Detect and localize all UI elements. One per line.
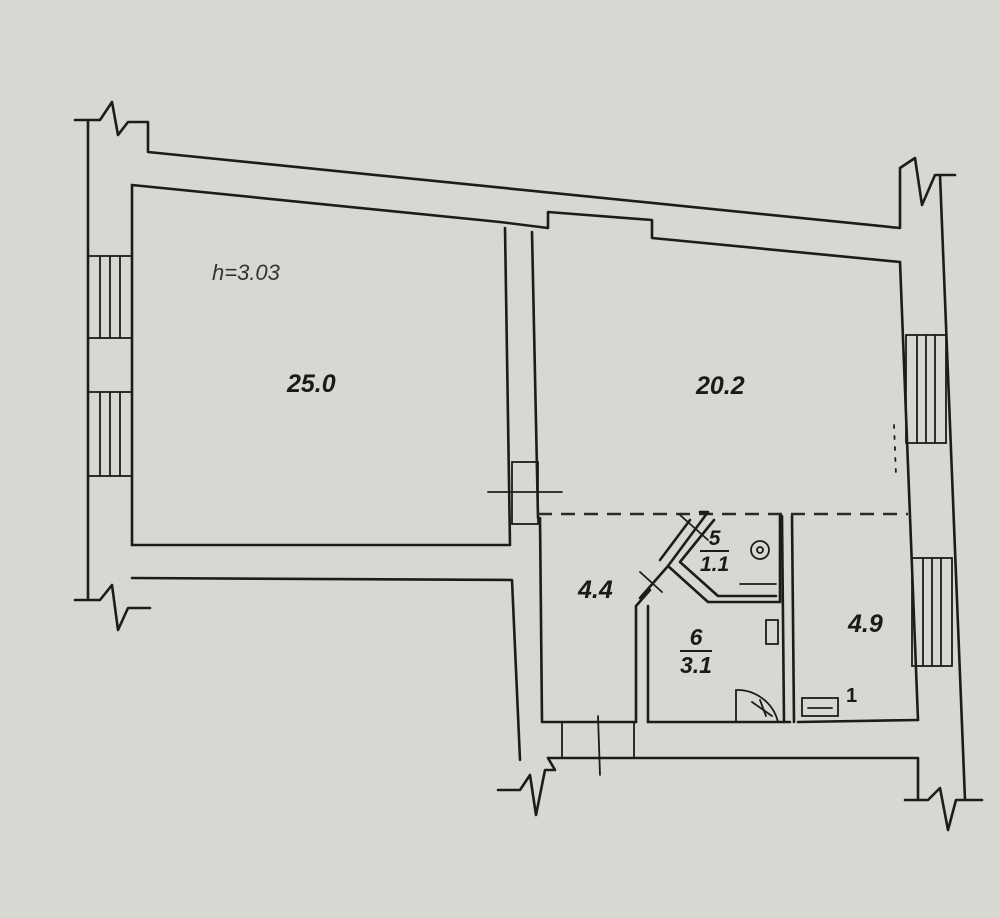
kitchen-stove [801, 697, 839, 717]
window-right-dots [893, 424, 897, 476]
window-left-upper [87, 255, 133, 339]
wc-label: 5 1.1 [700, 528, 730, 576]
window-left-lower [87, 391, 133, 477]
wc-number: 5 [700, 528, 730, 552]
wc-area: 1.1 [700, 553, 730, 576]
bathroom-label: 6 3.1 [680, 626, 712, 677]
window-right-lower [911, 557, 953, 667]
room-1-walls [130, 226, 522, 762]
room-1-area: 25.0 [287, 370, 336, 398]
wc-walls [658, 510, 782, 604]
ceiling-height-label: h=3.03 [212, 260, 280, 285]
room-2-area: 20.2 [696, 372, 745, 400]
exterior-wall-right [898, 173, 984, 832]
exterior-wall-top [73, 100, 957, 264]
bathroom-area: 3.1 [680, 652, 712, 678]
kitchen-area: 4.9 [848, 610, 883, 638]
window-right-upper [905, 334, 947, 444]
hall-area: 4.4 [578, 576, 613, 604]
exterior-wall-left [73, 118, 152, 632]
bathroom-walls [634, 514, 796, 724]
partition-wall [487, 230, 563, 525]
equipment-mark: 1 [846, 685, 858, 707]
bathroom-number: 6 [680, 626, 712, 652]
